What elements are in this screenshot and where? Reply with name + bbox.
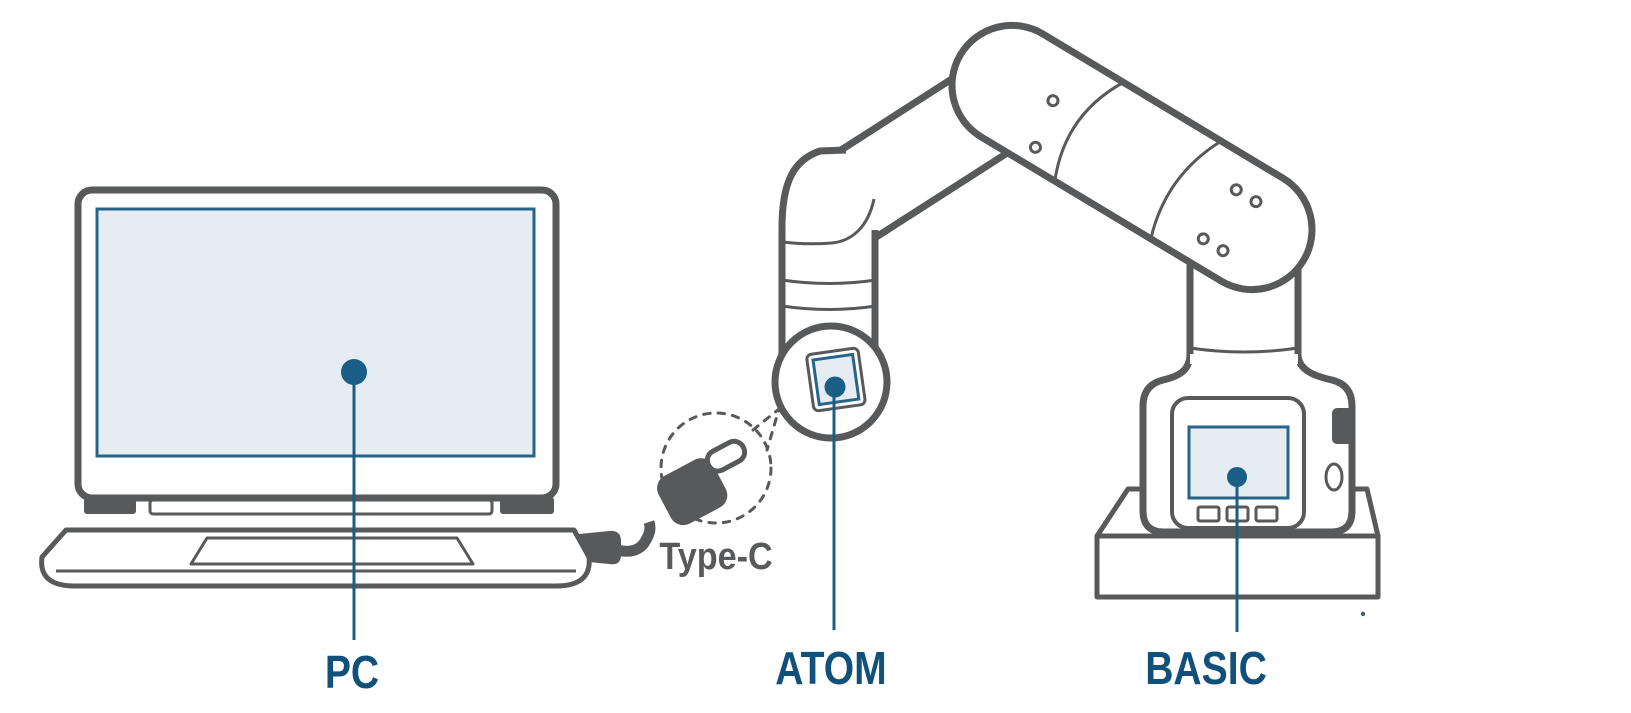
basic-label: BASIC bbox=[1145, 643, 1267, 695]
laptop-hinge-right bbox=[500, 497, 554, 514]
basic-leader-dot bbox=[1227, 467, 1247, 487]
laptop-keyboard-area bbox=[189, 536, 475, 566]
robot-wrist-seam-2 bbox=[781, 304, 877, 311]
type-c-label: Type-C bbox=[659, 534, 772, 577]
robot-forearm-fill bbox=[782, 149, 876, 358]
screw-hole bbox=[1196, 232, 1210, 246]
plug-body bbox=[657, 458, 728, 526]
robot-arm-illustration bbox=[771, 21, 1381, 617]
plug-tip bbox=[704, 438, 748, 474]
screw-hole bbox=[1028, 140, 1042, 154]
robot-limb-lower-edge bbox=[868, 138, 1028, 244]
robot-base-button-3 bbox=[1254, 505, 1279, 523]
robot-wrist-seam-1 bbox=[781, 278, 877, 285]
robot-base-power-port bbox=[1324, 462, 1344, 492]
capsule-outline bbox=[948, 21, 1316, 294]
screw-hole bbox=[1249, 195, 1263, 209]
robot-base-body bbox=[1139, 353, 1356, 536]
stray-dot bbox=[1360, 611, 1366, 617]
laptop-hinge-left bbox=[84, 497, 136, 514]
robot-base-button-1 bbox=[1196, 505, 1221, 523]
pc-label: PC bbox=[325, 647, 379, 699]
laptop-hinge-bar bbox=[148, 498, 494, 516]
screw-hole bbox=[1046, 94, 1060, 108]
robot-forearm-left-edge bbox=[778, 146, 847, 357]
dashed-callout-bubble bbox=[659, 411, 773, 525]
usb-type-c-plug-icon bbox=[657, 438, 748, 526]
capsule-seam-2 bbox=[1149, 139, 1222, 240]
screw-hole bbox=[1216, 244, 1230, 258]
laptop-screen bbox=[95, 207, 536, 458]
screw-hole bbox=[1229, 183, 1243, 197]
robot-base-side-button bbox=[1332, 408, 1353, 444]
annotations: PC ATOM BASIC bbox=[325, 359, 1267, 699]
type-c-callout: Type-C bbox=[657, 404, 782, 577]
robot-column-seam bbox=[1189, 346, 1299, 354]
pc-leader-dot bbox=[341, 359, 367, 385]
atom-label: ATOM bbox=[775, 643, 886, 695]
robot-shoulder-inner-curve bbox=[782, 198, 876, 246]
atom-leader-dot bbox=[824, 376, 846, 398]
capsule-seam-1 bbox=[1053, 81, 1125, 182]
usb-cable-cord bbox=[615, 520, 656, 557]
robot-upper-arm-capsule bbox=[948, 21, 1316, 294]
laptop-illustration bbox=[39, 186, 656, 589]
